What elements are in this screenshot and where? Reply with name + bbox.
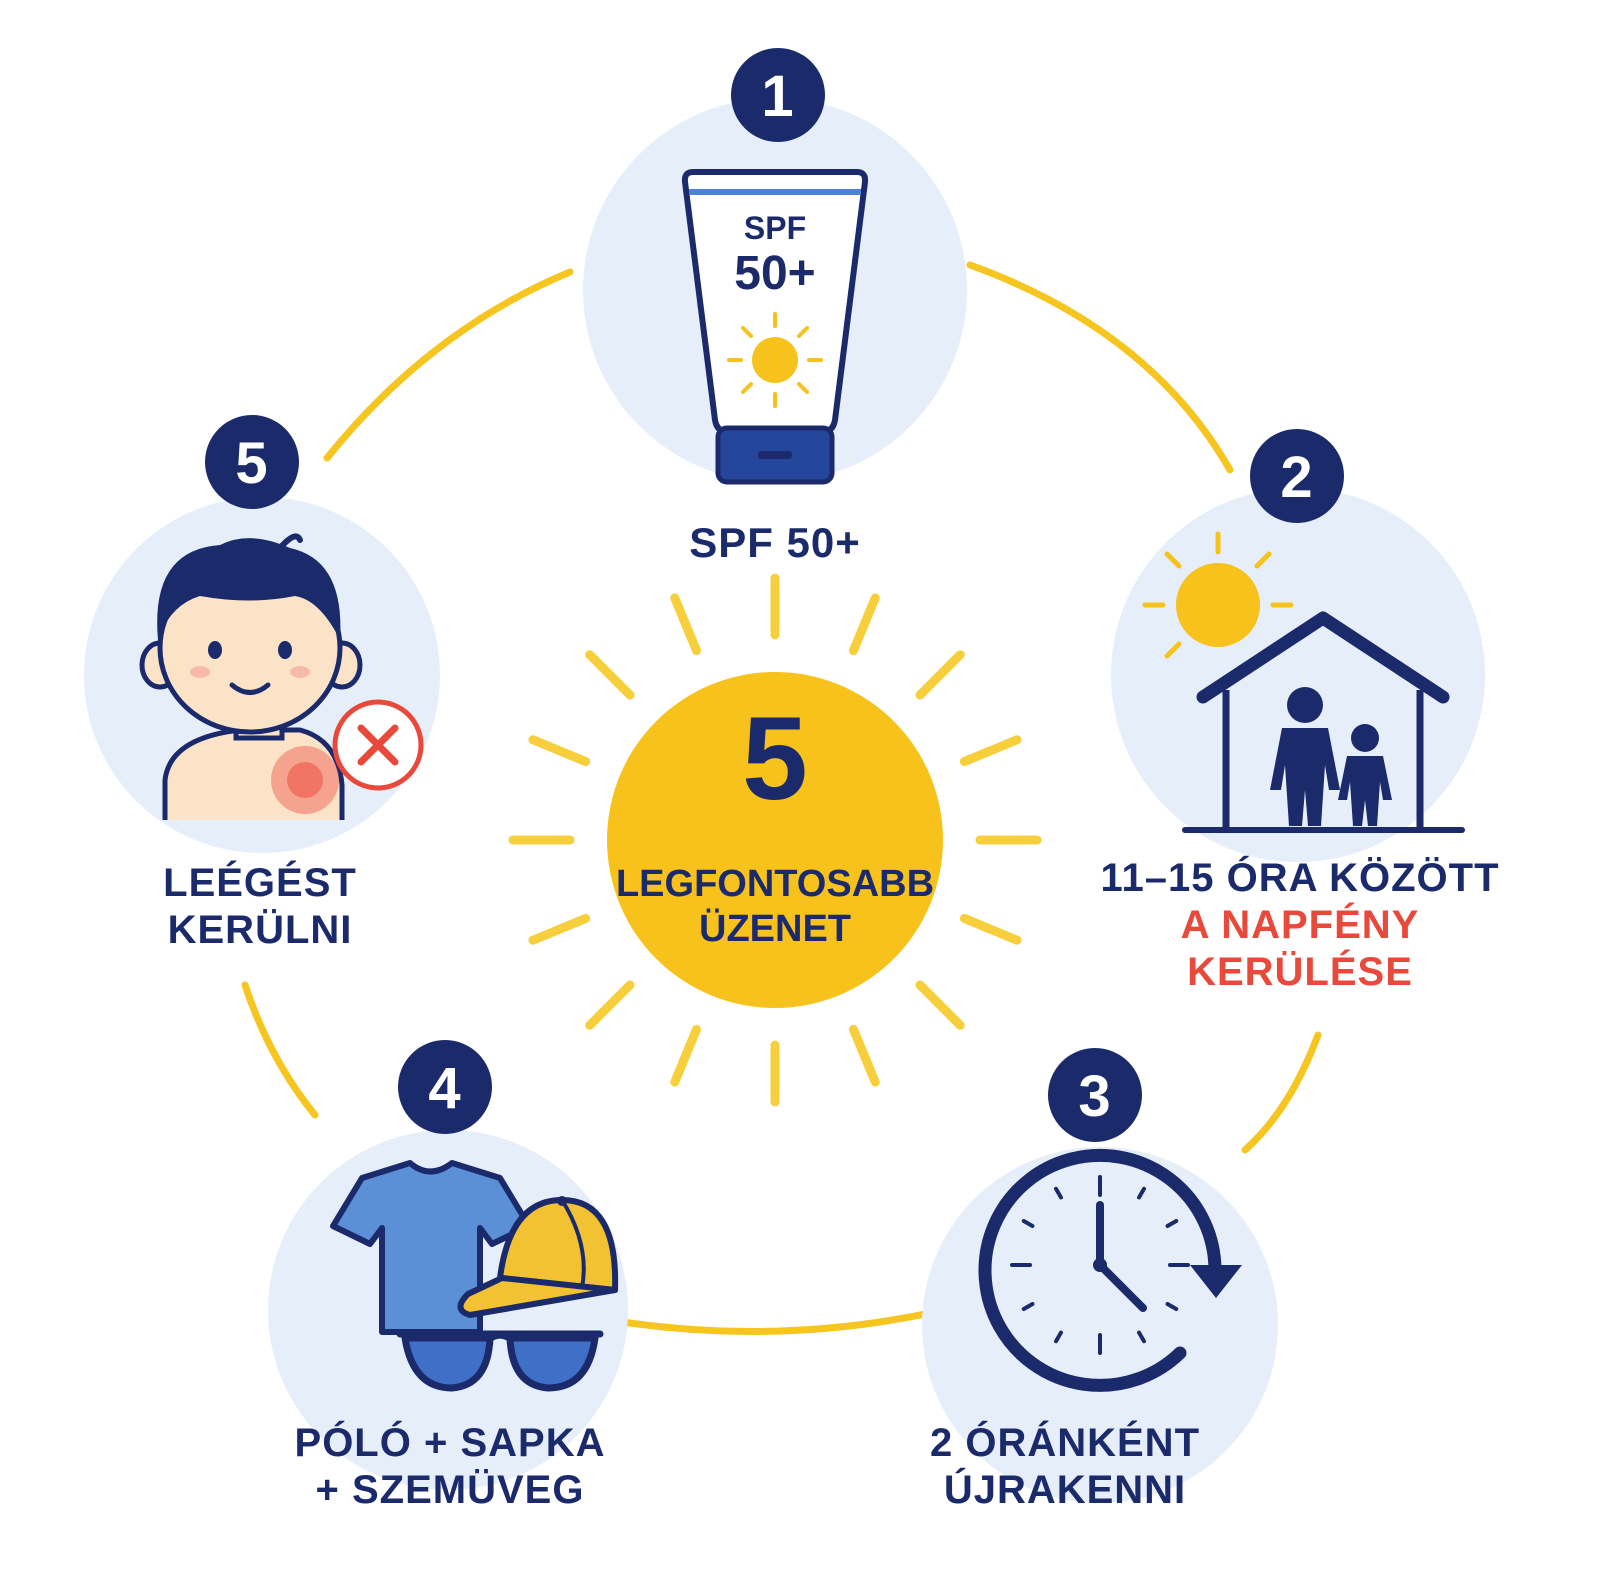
clock-tick xyxy=(1021,1302,1035,1311)
step-4-badge-number: 4 xyxy=(428,1056,462,1121)
step-2-badge-number: 2 xyxy=(1280,445,1314,510)
step-3-badge-number: 3 xyxy=(1078,1064,1112,1129)
sun-ray xyxy=(528,913,591,945)
connector-2-3 xyxy=(1241,1031,1322,1154)
clock-tick xyxy=(1137,1186,1146,1200)
step-4-label-line-2: + SZEMÜVEG xyxy=(315,1468,585,1513)
sun-ray xyxy=(585,980,635,1030)
sun-rays xyxy=(508,573,1042,1107)
cap-icon xyxy=(457,1196,619,1318)
warning-x-icon xyxy=(332,699,424,791)
step-2-highlight-line-2: KERÜLÉSE xyxy=(1187,950,1413,995)
step-2-label-line-1: 11–15 ÓRA KÖZÖTT xyxy=(1100,856,1500,900)
sun-ray xyxy=(915,980,965,1030)
center-sun xyxy=(508,573,1042,1107)
clock-refresh-icon xyxy=(978,1148,1242,1392)
sun-ray xyxy=(848,1024,880,1087)
tube-text-50: 50+ xyxy=(734,247,816,300)
sunscreen-tube-icon xyxy=(681,169,869,485)
step-5-label: LEÉGÉST KERÜLNI xyxy=(110,860,410,954)
step-5-badge xyxy=(205,415,299,509)
step-3-label: 2 ÓRÁNKÉNT ÚJRAKENNI xyxy=(900,1420,1230,1514)
center-title: LEGFONTOSABB ÜZENET xyxy=(590,862,960,952)
shade-shelter-icon xyxy=(1142,531,1465,833)
step-3-label-line-1: 2 ÓRÁNKÉNT xyxy=(929,1421,1201,1465)
step-5-badge-number: 5 xyxy=(235,431,269,496)
center-sun-disc xyxy=(607,672,943,1008)
step-4 xyxy=(268,1040,628,1490)
clock-tick xyxy=(1137,1330,1146,1344)
step-2-label: 11–15 ÓRA KÖZÖTT A NAPFÉNY KERÜLÉSE xyxy=(1060,855,1540,997)
step-2 xyxy=(1111,429,1485,862)
sun-ray xyxy=(528,735,591,767)
sunburned-child-icon xyxy=(139,533,363,820)
sun-ray xyxy=(959,913,1022,945)
clock-tick xyxy=(1054,1330,1063,1344)
step-4-badge xyxy=(398,1040,492,1134)
clothing-cap-sunglasses-icon xyxy=(330,1160,619,1392)
center-title-line-2: ÜZENET xyxy=(699,907,851,950)
center-number: 5 xyxy=(742,693,808,825)
clock-tick xyxy=(1021,1219,1035,1228)
step-5-label-line-2: KERÜLNI xyxy=(167,908,353,953)
connector-4-5 xyxy=(241,981,319,1119)
step-1 xyxy=(583,48,967,485)
connector-5-1 xyxy=(323,268,574,462)
sun-ray xyxy=(670,593,702,656)
step-4-label-line-1: PÓLÓ + SAPKA xyxy=(294,1421,606,1465)
center-title-line-1: LEGFONTOSABB xyxy=(615,863,935,905)
sunglasses-icon xyxy=(396,1330,604,1392)
step-3 xyxy=(922,1048,1278,1503)
clock-tick xyxy=(1054,1186,1063,1200)
clock-tick xyxy=(1165,1219,1179,1228)
sun-ray xyxy=(670,1024,702,1087)
sun-ray xyxy=(585,650,635,700)
step-1-label-line-1: SPF 50+ xyxy=(689,519,861,566)
clock-tick xyxy=(1165,1302,1179,1311)
step-3-badge xyxy=(1048,1048,1142,1142)
connector-ring xyxy=(241,261,1322,1335)
step-2-highlight-line-1: A NAPFÉNY xyxy=(1180,903,1420,948)
connector-3-4 xyxy=(619,1308,939,1335)
step-1-badge-number: 1 xyxy=(761,64,795,129)
sun-ray xyxy=(959,735,1022,767)
step-2-badge xyxy=(1250,429,1344,523)
tube-text-spf: SPF xyxy=(743,210,807,246)
step-1-label: SPF 50+ xyxy=(580,518,970,568)
sun-ray xyxy=(848,593,880,656)
step-5 xyxy=(84,415,440,853)
connector-1-2 xyxy=(966,261,1234,474)
step-4-label: PÓLÓ + SAPKA + SZEMÜVEG xyxy=(260,1420,640,1514)
sun-ray xyxy=(915,650,965,700)
step-1-badge xyxy=(731,48,825,142)
step-3-circle xyxy=(922,1147,1278,1503)
step-3-label-line-2: ÚJRAKENNI xyxy=(943,1468,1187,1513)
step-5-label-line-1: LEÉGÉST xyxy=(163,861,357,905)
